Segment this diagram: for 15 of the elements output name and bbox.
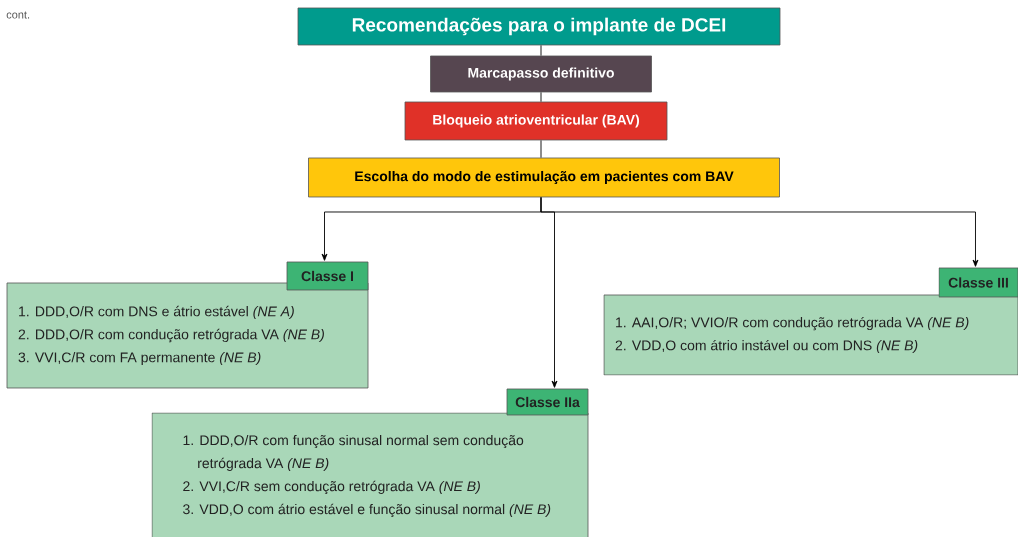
note-text: cont. (6, 11, 30, 19)
title-box: Recomendações para o implante de DCEI (297, 7, 781, 46)
connector-line (540, 139, 542, 159)
class-label-box: Classe I (286, 261, 369, 291)
recommendation-box: 1. AAI,O/R; VVIO/R com condução retrógrada VA (NE B) 2. VDD,O com átrio instável ou com DNS (NE B) (603, 294, 1018, 376)
recommendation-box: 1. DDD,O/R com DNS e átrio estável (NE A) 2. DDD,O/R com condução retrógrada VA (NE B) 3. VVI,C/R com FA permanente (NE B) (6, 282, 369, 389)
process-box: Bloqueio atrioventricular (BAV) (404, 101, 668, 141)
connector-line (540, 44, 542, 57)
recommendation-box: 1. DDD,O/R com função sinusal normal sem condução retrógrada VA (NE B) 2. VVI,C/R sem condução retrógrada VA (NE B) 3. VDD,O com átrio estável e função sinusal normal (NE B) (151, 412, 589, 537)
process-box: Escolha do modo de estimulação em pacientes com BAV (308, 157, 780, 198)
class-label-box: Classe III (938, 267, 1018, 298)
process-box: Marcapasso definitivo (430, 55, 652, 93)
class-label-box: Classe IIa (506, 388, 589, 416)
arrow (540, 196, 979, 267)
connector-line (540, 91, 542, 103)
